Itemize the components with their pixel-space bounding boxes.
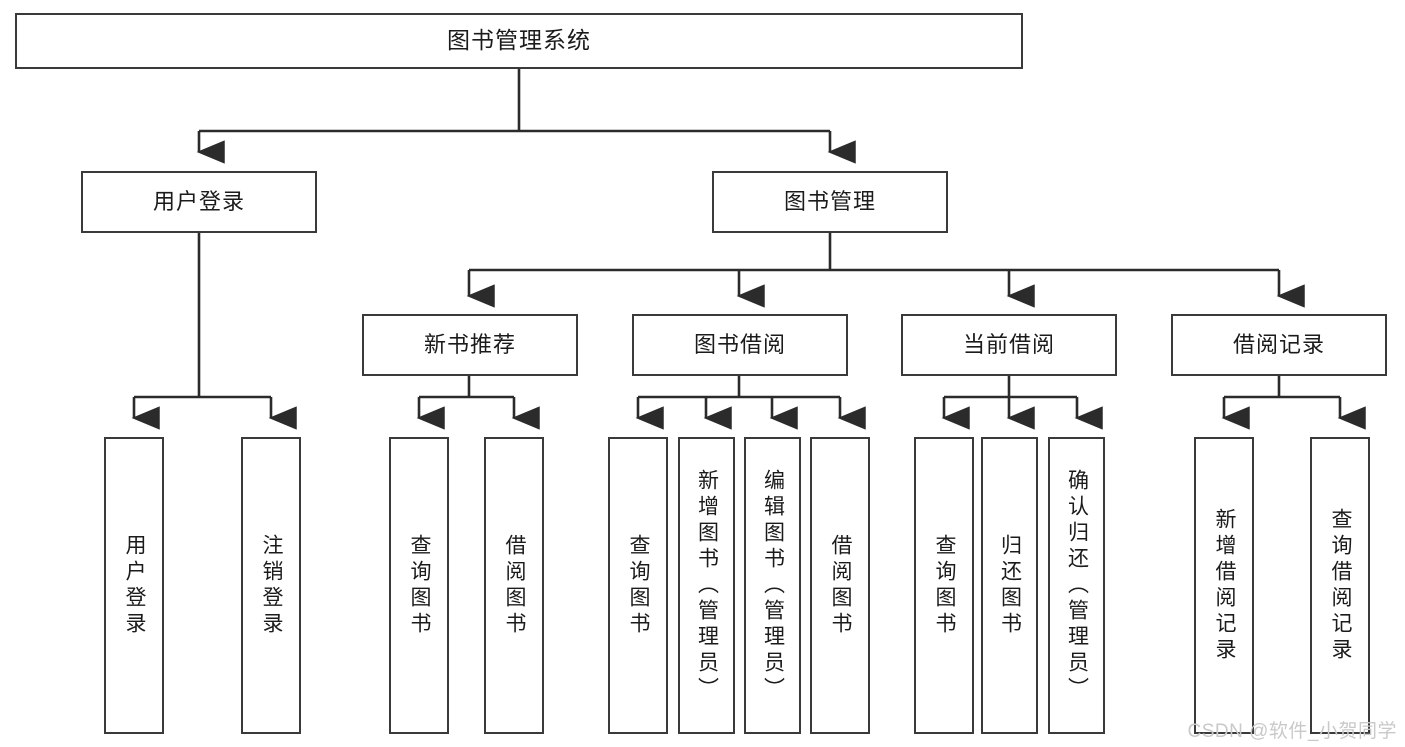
leaf-user-login[interactable]: 用户登录 <box>104 437 164 734</box>
leaf-user-logout[interactable]: 注销登录 <box>241 437 301 734</box>
node-label: 图书管理 <box>783 188 876 214</box>
watermark-text: CSDN @软件_小贺同学 <box>1187 721 1397 742</box>
leaf-borrow-borrow-book[interactable]: 借阅图书 <box>810 437 870 734</box>
leaf-record-query-borrow-record[interactable]: 查询借阅记录 <box>1310 437 1370 734</box>
node-label: 借阅记录 <box>1232 331 1325 357</box>
leaf-label: 查询借阅记录 <box>1329 507 1353 664</box>
leaf-label: 查询图书 <box>408 533 432 638</box>
leaf-borrow-edit-book-admin[interactable]: 编辑图书（管理员） <box>744 437 801 734</box>
leaf-label: 新增图书（管理员） <box>695 468 719 703</box>
leaf-label: 借阅图书 <box>829 533 853 638</box>
node-current-borrow[interactable]: 当前借阅 <box>901 314 1117 376</box>
node-root-system[interactable]: 图书管理系统 <box>15 13 1023 69</box>
leaf-label: 注销登录 <box>260 533 284 638</box>
node-new-book-recommend[interactable]: 新书推荐 <box>362 314 578 376</box>
leaf-label: 查询图书 <box>933 533 957 638</box>
leaf-current-query-book[interactable]: 查询图书 <box>914 437 974 734</box>
node-label: 新书推荐 <box>423 331 516 357</box>
node-user-login[interactable]: 用户登录 <box>81 171 317 233</box>
node-book-management[interactable]: 图书管理 <box>712 171 948 233</box>
leaf-borrow-query-book[interactable]: 查询图书 <box>608 437 668 734</box>
node-borrow-record[interactable]: 借阅记录 <box>1171 314 1387 376</box>
leaf-label: 归还图书 <box>998 533 1022 638</box>
leaf-recommend-borrow-book[interactable]: 借阅图书 <box>484 437 544 734</box>
leaf-record-add-borrow-record[interactable]: 新增借阅记录 <box>1194 437 1254 734</box>
leaf-label: 编辑图书（管理员） <box>761 468 785 703</box>
leaf-current-confirm-return-admin[interactable]: 确认归还（管理员） <box>1048 437 1105 734</box>
leaf-current-return-book[interactable]: 归还图书 <box>981 437 1038 734</box>
node-label: 图书借阅 <box>693 331 786 357</box>
leaf-borrow-add-book-admin[interactable]: 新增图书（管理员） <box>678 437 735 734</box>
node-label: 当前借阅 <box>962 331 1055 357</box>
leaf-label: 新增借阅记录 <box>1213 507 1237 664</box>
leaf-label: 借阅图书 <box>503 533 527 638</box>
leaf-label: 确认归还（管理员） <box>1065 468 1089 703</box>
node-label: 图书管理系统 <box>447 27 591 54</box>
node-book-borrow[interactable]: 图书借阅 <box>632 314 848 376</box>
node-label: 用户登录 <box>152 188 245 214</box>
leaf-label: 查询图书 <box>627 533 651 638</box>
leaf-label: 用户登录 <box>123 533 147 638</box>
leaf-recommend-query-book[interactable]: 查询图书 <box>389 437 449 734</box>
